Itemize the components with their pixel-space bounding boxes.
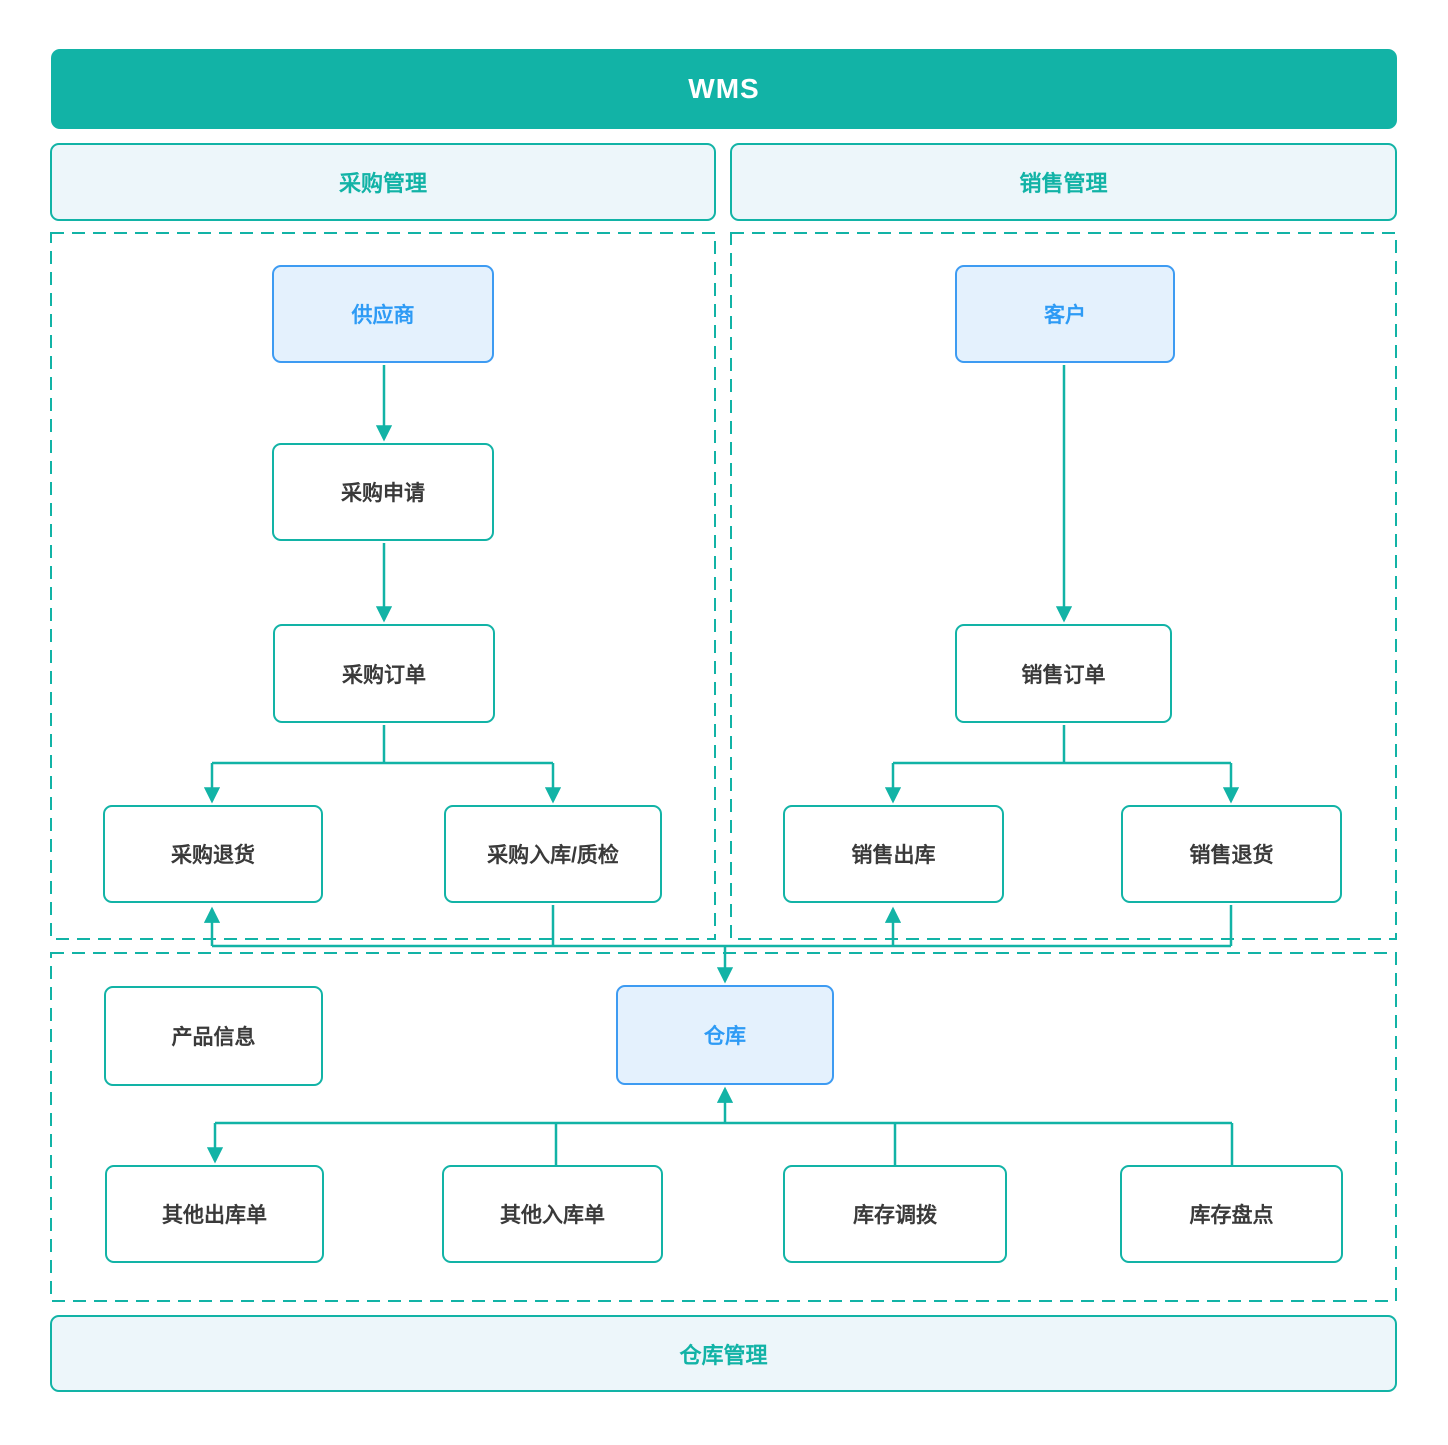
node-purchase-order[interactable]: 采购订单 <box>273 624 495 723</box>
edge-lines <box>203 365 1240 1165</box>
node-other-inbound[interactable]: 其他入库单 <box>442 1165 663 1263</box>
warehouse-section-header: 仓库管理 <box>50 1315 1397 1392</box>
node-warehouse[interactable]: 仓库 <box>616 985 834 1085</box>
node-sales-return[interactable]: 销售退货 <box>1121 805 1342 903</box>
node-customer[interactable]: 客户 <box>955 265 1175 363</box>
node-purchase-inbound-qc[interactable]: 采购入库/质检 <box>444 805 662 903</box>
sales-section-header: 销售管理 <box>730 143 1397 221</box>
wms-title-banner: WMS <box>51 49 1397 129</box>
node-sales-order[interactable]: 销售订单 <box>955 624 1172 723</box>
node-stock-transfer[interactable]: 库存调拨 <box>783 1165 1007 1263</box>
node-product-info[interactable]: 产品信息 <box>104 986 323 1086</box>
node-other-outbound[interactable]: 其他出库单 <box>105 1165 324 1263</box>
purchase-section-frame <box>50 232 716 940</box>
node-stock-count[interactable]: 库存盘点 <box>1120 1165 1343 1263</box>
node-purchase-request[interactable]: 采购申请 <box>272 443 494 541</box>
purchase-section-header: 采购管理 <box>50 143 716 221</box>
warehouse-section-frame <box>50 952 1397 1302</box>
node-sales-outbound[interactable]: 销售出库 <box>783 805 1004 903</box>
node-purchase-return[interactable]: 采购退货 <box>103 805 323 903</box>
sales-section-frame <box>730 232 1397 940</box>
node-supplier[interactable]: 供应商 <box>272 265 494 363</box>
